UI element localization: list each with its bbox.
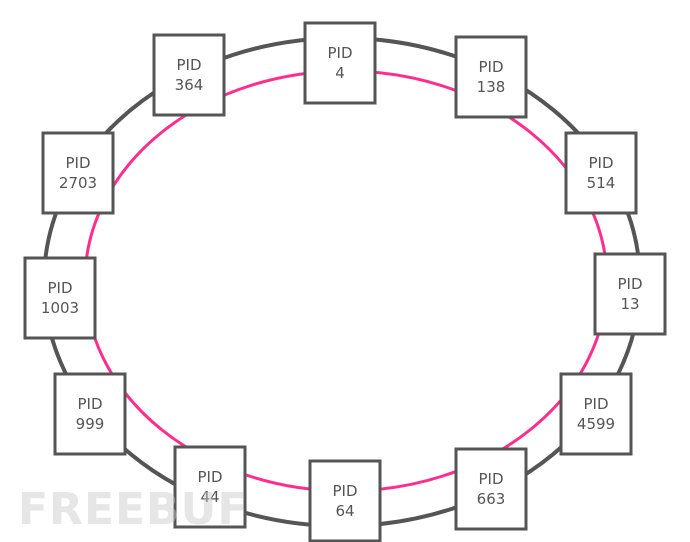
- pid-node-label: PID: [478, 58, 503, 76]
- pid-node-box: [564, 131, 638, 215]
- pid-node: PID 999: [53, 372, 127, 456]
- pid-node-label: PID: [176, 56, 201, 74]
- pid-node-value: 514: [587, 174, 616, 192]
- pid-node: PID 2703: [41, 131, 115, 215]
- pid-node-box: [454, 447, 528, 531]
- pid-node-value: 4599: [577, 415, 615, 433]
- pid-node-label: PID: [478, 470, 503, 488]
- pid-node-value: 138: [477, 78, 506, 96]
- pid-node-box: [308, 459, 382, 542]
- pid-node-box: [593, 252, 667, 336]
- pid-node-box: [41, 131, 115, 215]
- pid-node: PID 1003: [23, 256, 97, 340]
- pid-node: PID 364: [152, 33, 226, 117]
- pid-node: PID 138: [454, 35, 528, 119]
- pid-node-value: 13: [620, 295, 639, 313]
- pid-node: PID 663: [454, 447, 528, 531]
- pid-node-value: 64: [335, 502, 354, 520]
- pid-node-value: 44: [200, 488, 219, 506]
- pid-node-box: [23, 256, 97, 340]
- inner-ring: [83, 69, 609, 493]
- pid-node-label: PID: [65, 154, 90, 172]
- pid-node: PID 44: [173, 445, 247, 529]
- pid-node: PID 4: [303, 21, 377, 105]
- pid-node: PID 13: [593, 252, 667, 336]
- pid-node-box: [559, 372, 633, 456]
- pid-node-box: [152, 33, 226, 117]
- pid-node-value: 364: [175, 76, 204, 94]
- pid-node-box: [173, 445, 247, 529]
- pid-node-label: PID: [327, 44, 352, 62]
- pid-node-value: 2703: [59, 174, 97, 192]
- pid-node-box: [53, 372, 127, 456]
- watermark-logo: FREEBUF: [18, 484, 249, 535]
- pid-node: PID 514: [564, 131, 638, 215]
- outer-ring: [42, 36, 642, 528]
- pid-node: PID 4599: [559, 372, 633, 456]
- pid-node-label: PID: [332, 482, 357, 500]
- pid-node-box: [454, 35, 528, 119]
- pid-node-label: PID: [588, 154, 613, 172]
- pid-node-label: PID: [583, 395, 608, 413]
- pid-node-label: PID: [47, 279, 72, 297]
- pid-node-box: [303, 21, 377, 105]
- pid-node-label: PID: [77, 395, 102, 413]
- pid-node-value: 999: [76, 415, 105, 433]
- pid-node-value: 4: [335, 64, 345, 82]
- pid-node-value: 663: [477, 490, 506, 508]
- pid-node-label: PID: [617, 275, 642, 293]
- pid-node-label: PID: [197, 468, 222, 486]
- pid-node: PID 64: [308, 459, 382, 542]
- pid-node-value: 1003: [41, 299, 79, 317]
